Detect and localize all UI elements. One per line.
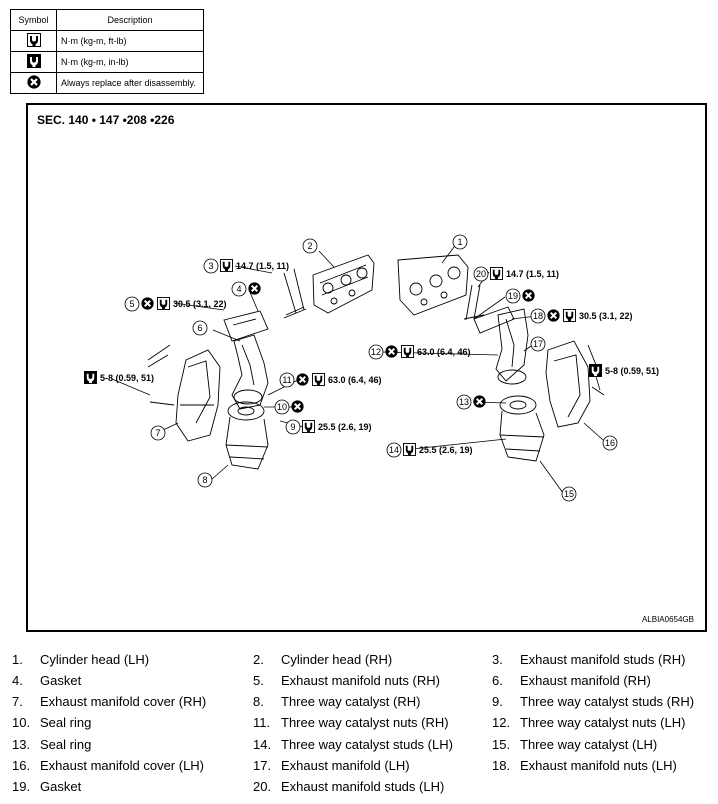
exhaust-manifold-lh-part xyxy=(495,308,529,385)
always-replace-icon xyxy=(547,309,560,322)
torque-value-studs-rh: 14.7 (1.5, 11) xyxy=(236,261,289,271)
torque-value-nuts-rh: 30.5 (3.1, 22) xyxy=(173,299,227,309)
exploded-view-diagram: SEC. 140 • 147 •208 •226 xyxy=(26,103,707,632)
legend-row-torque-inlb: N·m (kg-m, in-lb) xyxy=(10,51,204,73)
list-item: 9.Three way catalyst studs (RH) xyxy=(492,694,695,709)
list-item: 11.Three way catalyst nuts (RH) xyxy=(253,715,449,730)
callout-7: 7 xyxy=(155,428,160,438)
always-replace-icon xyxy=(248,282,261,295)
list-item: 15.Three way catalyst (LH) xyxy=(492,737,658,752)
list-item: 16.Exhaust manifold cover (LH) xyxy=(12,758,205,773)
list-item: 5.Exhaust manifold nuts (RH) xyxy=(253,673,440,688)
torque-wrench-icon xyxy=(27,33,41,47)
torque-wrench-filled-icon xyxy=(27,54,41,68)
torque-value-cover-rh: 5-8 (0.59, 51) xyxy=(100,373,154,383)
list-item: 14.Three way catalyst studs (LH) xyxy=(253,737,453,752)
callout-2: 2 xyxy=(307,241,312,251)
callout-4: 4 xyxy=(236,284,241,294)
exhaust-manifold-drawing: 1 2 3 4 5 6 7 8 9 10 11 12 13 14 15 16 1… xyxy=(84,234,659,502)
three-way-catalyst-lh-part xyxy=(499,395,545,462)
three-way-catalyst-rh-part xyxy=(225,401,269,470)
callout-14: 14 xyxy=(389,445,399,455)
callout-20: 20 xyxy=(476,269,486,279)
always-replace-icon xyxy=(385,345,398,358)
callout-15: 15 xyxy=(564,489,574,499)
exhaust-manifold-cover-lh-part xyxy=(545,340,591,428)
list-item: 1.Cylinder head (LH) xyxy=(12,652,150,667)
callout-13: 13 xyxy=(459,397,469,407)
legend-row-torque-ftlb: N·m (kg-m, ft-lb) xyxy=(10,30,204,52)
torque-value-catalyst-nuts-rh: 63.0 (6.4, 46) xyxy=(328,375,382,385)
always-replace-icon xyxy=(473,395,486,408)
cylinder-head-rh-part xyxy=(312,254,375,314)
callout-1: 1 xyxy=(457,237,462,247)
callout-18: 18 xyxy=(533,311,543,321)
callout-9: 9 xyxy=(290,422,295,432)
exhaust-manifold-cover-rh-part xyxy=(175,349,221,442)
list-item: 8.Three way catalyst (RH) xyxy=(253,694,421,709)
always-replace-icon xyxy=(27,75,41,89)
callout-11: 11 xyxy=(282,375,291,385)
torque-wrench-icon xyxy=(220,259,233,272)
callout-3: 3 xyxy=(208,261,213,271)
legend-header-row: Symbol Description xyxy=(10,9,204,31)
legend-description: N·m (kg-m, in-lb) xyxy=(56,51,204,73)
always-replace-icon xyxy=(522,289,535,302)
torque-value-nuts-lh: 30.5 (3.1, 22) xyxy=(579,311,633,321)
callout-19: 19 xyxy=(508,291,518,301)
torque-wrench-icon xyxy=(302,420,315,433)
list-item: 6.Exhaust manifold (RH) xyxy=(492,673,651,688)
list-item: 20.Exhaust manifold studs (LH) xyxy=(253,779,445,794)
legend-header-symbol: Symbol xyxy=(10,9,57,31)
torque-value-catalyst-nuts-lh: 63.0 (6.4, 46) xyxy=(417,347,471,357)
torque-value-catalyst-studs-lh: 25.5 (2.6, 19) xyxy=(419,445,473,455)
torque-wrench-icon xyxy=(401,345,414,358)
list-item: 18.Exhaust manifold nuts (LH) xyxy=(492,758,677,773)
list-item: 13.Seal ring xyxy=(12,737,92,752)
figure-code: ALBIA0654GB xyxy=(641,615,694,624)
torque-wrench-icon xyxy=(563,309,576,322)
list-item: 7.Exhaust manifold cover (RH) xyxy=(12,694,207,709)
list-item: 12.Three way catalyst nuts (LH) xyxy=(492,715,686,730)
torque-value-cover-lh: 5-8 (0.59, 51) xyxy=(605,366,659,376)
symbol-legend-table: Symbol Description N·m (kg-m, ft-lb) N·m… xyxy=(10,9,204,94)
torque-wrench-icon xyxy=(403,443,416,456)
callout-12: 12 xyxy=(371,347,381,357)
callout-17: 17 xyxy=(533,339,543,349)
always-replace-icon xyxy=(296,373,309,386)
section-numbers: SEC. 140 • 147 •208 •226 xyxy=(37,113,175,127)
always-replace-icon xyxy=(291,400,304,413)
legend-header-description: Description xyxy=(56,9,204,31)
torque-wrench-filled-icon xyxy=(589,364,602,377)
torque-wrench-icon xyxy=(312,373,325,386)
torque-value-studs-lh: 14.7 (1.5, 11) xyxy=(506,269,559,279)
legend-row-replace: Always replace after disassembly. xyxy=(10,72,204,94)
exhaust-manifold-rh-part xyxy=(231,334,269,410)
always-replace-icon xyxy=(141,297,154,310)
list-item: 19.Gasket xyxy=(12,779,82,794)
list-item: 4.Gasket xyxy=(12,673,82,688)
legend-description: Always replace after disassembly. xyxy=(56,72,204,94)
torque-wrench-icon xyxy=(490,267,503,280)
torque-value-catalyst-studs-rh: 25.5 (2.6, 19) xyxy=(318,422,372,432)
cylinder-head-lh-part xyxy=(397,254,469,316)
legend-description: N·m (kg-m, ft-lb) xyxy=(56,30,204,52)
list-item: 3.Exhaust manifold studs (RH) xyxy=(492,652,686,667)
callout-5: 5 xyxy=(129,299,134,309)
torque-wrench-icon xyxy=(157,297,170,310)
callout-16: 16 xyxy=(605,438,615,448)
callout-8: 8 xyxy=(202,475,207,485)
torque-wrench-filled-icon xyxy=(84,371,97,384)
list-item: 2.Cylinder head (RH) xyxy=(253,652,393,667)
list-item: 10.Seal ring xyxy=(12,715,92,730)
callout-6: 6 xyxy=(197,323,202,333)
list-item: 17.Exhaust manifold (LH) xyxy=(253,758,410,773)
callout-10: 10 xyxy=(277,402,287,412)
